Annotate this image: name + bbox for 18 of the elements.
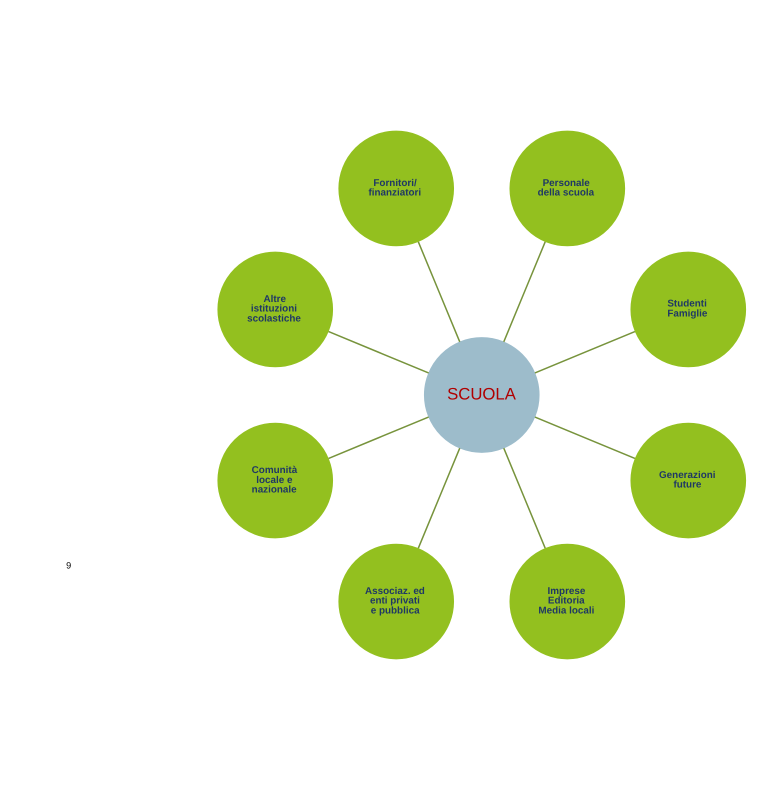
node-circle: Associaz. ed enti privati e pubblica bbox=[338, 543, 454, 659]
node-circle: Imprese Editoria Media locali bbox=[510, 543, 626, 659]
label: 9 bbox=[66, 560, 72, 570]
node-circle: Altre istituzioni scolastiche bbox=[217, 251, 334, 367]
connector bbox=[418, 447, 460, 548]
node-circle: Studenti Famiglie bbox=[630, 251, 746, 367]
node-circle: Personale della scuola bbox=[510, 130, 626, 246]
node-circle: Comunità locale e nazionale bbox=[217, 422, 334, 538]
connector bbox=[534, 330, 636, 374]
connector bbox=[418, 241, 460, 342]
connector bbox=[503, 241, 546, 342]
connector bbox=[534, 416, 636, 459]
node-circle: SCUOLA bbox=[424, 336, 540, 452]
connector bbox=[328, 416, 429, 459]
node-circle: Generazioni future bbox=[630, 422, 746, 538]
node-circle: Fornitori/ finanziatori bbox=[338, 130, 454, 246]
connector bbox=[503, 447, 546, 548]
connector bbox=[328, 330, 429, 374]
